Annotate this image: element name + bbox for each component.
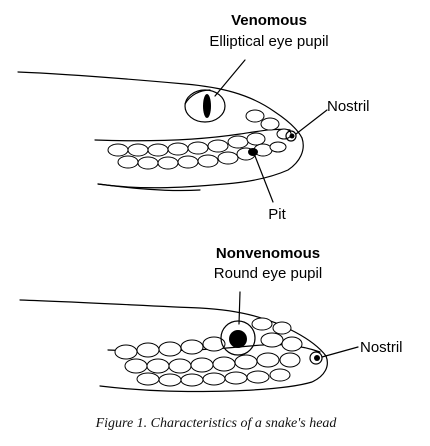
venomous-lip-scales	[107, 109, 292, 170]
nonvenomous-nostril-label: Nostril	[360, 339, 403, 356]
elliptical-pupil	[203, 94, 211, 118]
round-pupil-label: Round eye pupil	[214, 265, 322, 282]
venomous-head-outline-top	[17, 71, 303, 139]
nonvenomous-eye	[220, 320, 256, 356]
figure-caption: Figure 1. Characteristics of a snake's h…	[95, 416, 338, 431]
venomous-pit-pointer	[254, 155, 274, 203]
venomous-head-illustration	[17, 59, 328, 203]
nonvenomous-heading: Nonvenomous	[216, 245, 320, 262]
elliptical-pupil-label: Elliptical eye pupil	[209, 33, 328, 50]
venomous-nostril-label: Nostril	[327, 98, 370, 115]
venomous-throat-outline	[97, 183, 201, 192]
venomous-heading: Venomous	[231, 12, 307, 29]
venomous-nostril-pointer	[295, 109, 328, 135]
nonvenomous-lip-scales	[114, 317, 303, 387]
nonvenomous-head-illustration	[19, 291, 359, 393]
nonvenomous-nostril-pointer	[321, 346, 359, 358]
nonvenomous-head-outline-jaw	[99, 355, 328, 393]
round-pupil	[229, 330, 247, 348]
venomous-pit	[248, 148, 258, 156]
venomous-head-outline-jaw	[97, 137, 304, 189]
pit-label: Pit	[268, 206, 286, 223]
nonvenomous-nostril	[309, 351, 323, 365]
round-pupil-pointer	[238, 291, 241, 325]
venomous-pupil-pointer	[214, 59, 246, 97]
venomous-nostril	[285, 130, 297, 142]
venomous-eye	[184, 89, 226, 123]
nonvenomous-head-outline-top	[19, 299, 327, 357]
